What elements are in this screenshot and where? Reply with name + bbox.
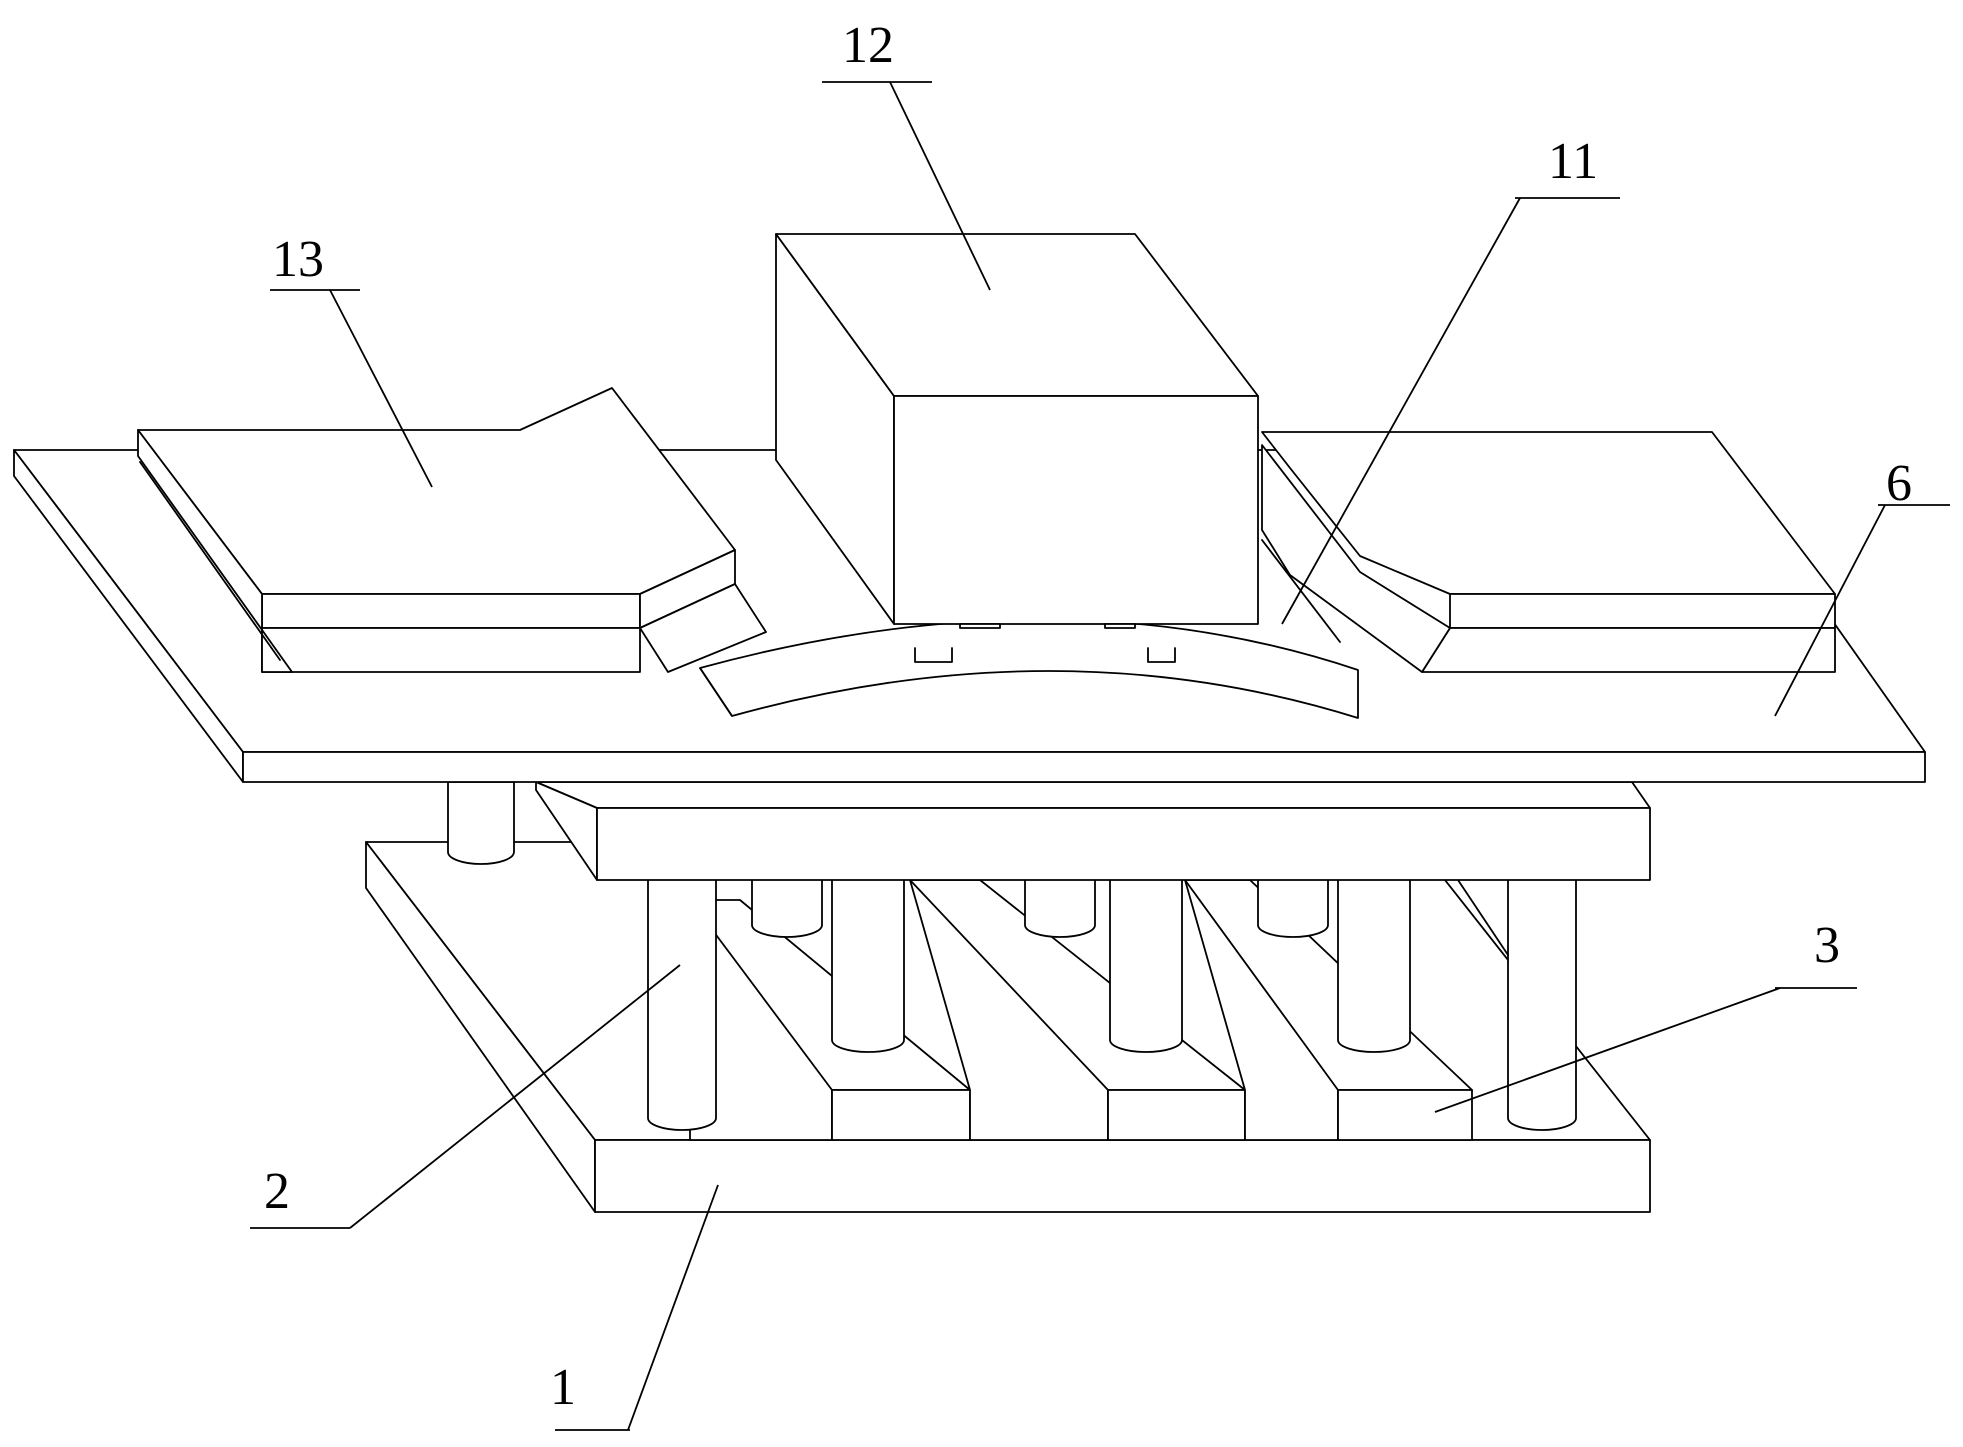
middle-plate [535, 781, 1651, 881]
label-11: 11 [1548, 133, 1598, 190]
leader-lines [250, 81, 1950, 1431]
label-3: 3 [1814, 917, 1840, 974]
label-6: 6 [1886, 455, 1912, 512]
label-1: 1 [550, 1359, 576, 1416]
label-12: 12 [842, 17, 894, 74]
back-columns [751, 869, 1329, 938]
part-labels: 12 11 13 6 3 2 1 [264, 17, 1912, 1416]
pressing-head [775, 233, 1259, 629]
label-13: 13 [272, 231, 324, 288]
rails [689, 879, 1473, 1141]
support-columns [647, 869, 1577, 1131]
right-press-block [1261, 431, 1836, 673]
left-press-block [137, 387, 767, 673]
label-2: 2 [264, 1163, 290, 1220]
short-post [447, 781, 515, 865]
